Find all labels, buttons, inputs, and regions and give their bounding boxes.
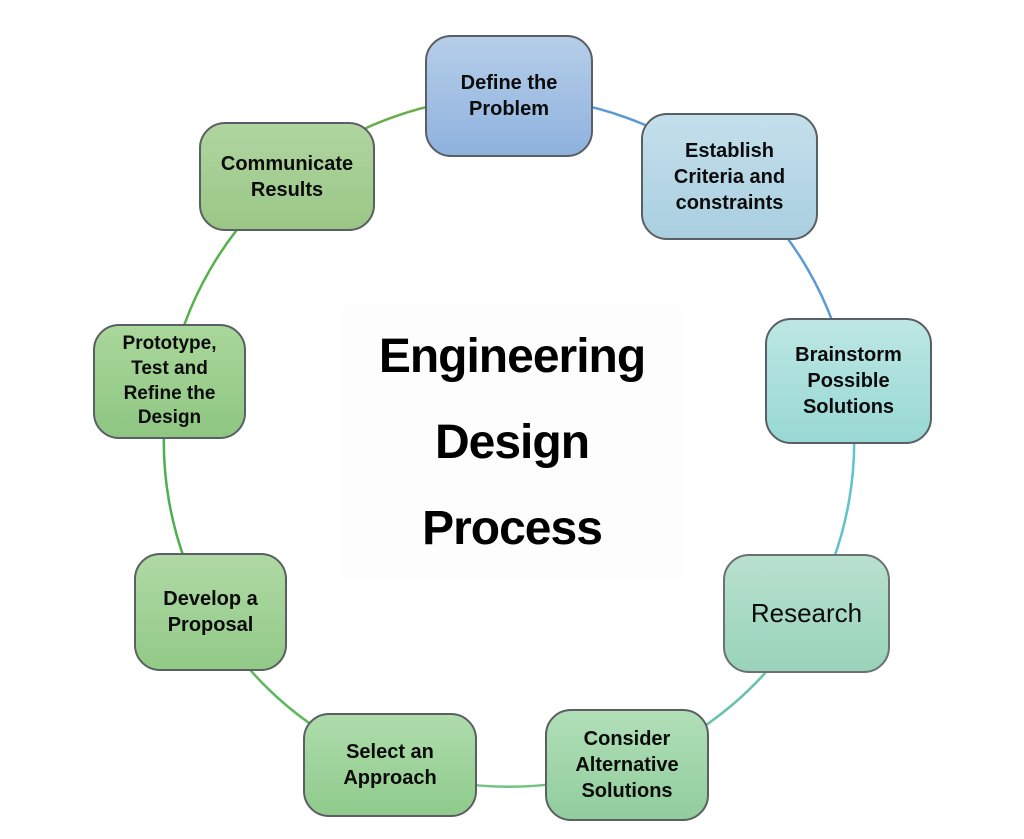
step-label-define-the-problem: Define the Problem [460,72,558,120]
step-label-brainstorm-possible-solutions: Brainstorm Possible Solutions [795,344,902,418]
step-box-research: Research [723,554,890,673]
step-label-prototype-test-and-refine-the-design: Prototype, Test and Refine the Design [122,333,217,429]
step-label-communicate-results: Communicate Results [220,152,354,201]
step-box-communicate-results: Communicate Results [199,122,375,231]
step-label-consider-alternative-solutions: Consider Alternative Solutions [575,728,679,802]
diagram-title-line-3: Process [422,501,603,555]
diagram-title-line-1: Engineering [378,329,646,383]
step-box-brainstorm-possible-solutions: Brainstorm Possible Solutions [765,318,932,444]
step-box-establish-criteria-and-constraints: Establish Criteria and constraints [641,113,818,240]
step-box-develop-a-proposal: Develop a Proposal [134,553,287,671]
step-label-establish-criteria-and-constraints: Establish Criteria and constraints [673,139,786,214]
step-box-select-an-approach: Select an Approach [303,713,477,817]
step-label-develop-a-proposal: Develop a Proposal [163,588,258,636]
step-label-select-an-approach: Select an Approach [343,741,437,789]
step-box-define-the-problem: Define the Problem [425,35,593,157]
title-panel: Engineering Design Process [342,306,682,578]
step-box-consider-alternative-solutions: Consider Alternative Solutions [545,709,709,821]
step-label-research: Research [750,597,863,628]
diagram-title-line-2: Design [434,415,590,469]
step-box-prototype-test-and-refine-the-design: Prototype, Test and Refine the Design [93,324,246,439]
